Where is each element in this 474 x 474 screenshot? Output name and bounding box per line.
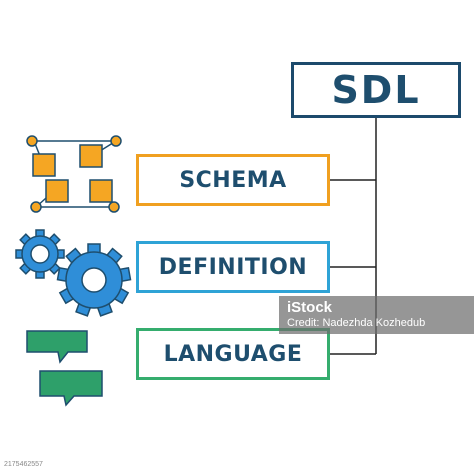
definition-label: DEFINITION [158, 254, 308, 280]
watermark-brand: iStock [287, 299, 333, 316]
gears-icon [15, 229, 132, 317]
definition-box: DEFINITION [136, 241, 330, 293]
stock-id: 2175462557 [4, 461, 43, 468]
schema-box: SCHEMA [136, 154, 330, 206]
chat-bubbles-icon [26, 330, 103, 407]
language-box: LANGUAGE [136, 328, 330, 380]
language-label: LANGUAGE [163, 341, 303, 367]
watermark-credit: Credit: Nadezhda Kozhedub [287, 317, 426, 329]
network-blocks-icon [26, 135, 122, 213]
title-box: SDL [291, 62, 461, 118]
title-label: SDL [331, 68, 421, 112]
watermark: iStock Credit: Nadezhda Kozhedub [279, 296, 474, 334]
schema-label: SCHEMA [179, 167, 287, 193]
